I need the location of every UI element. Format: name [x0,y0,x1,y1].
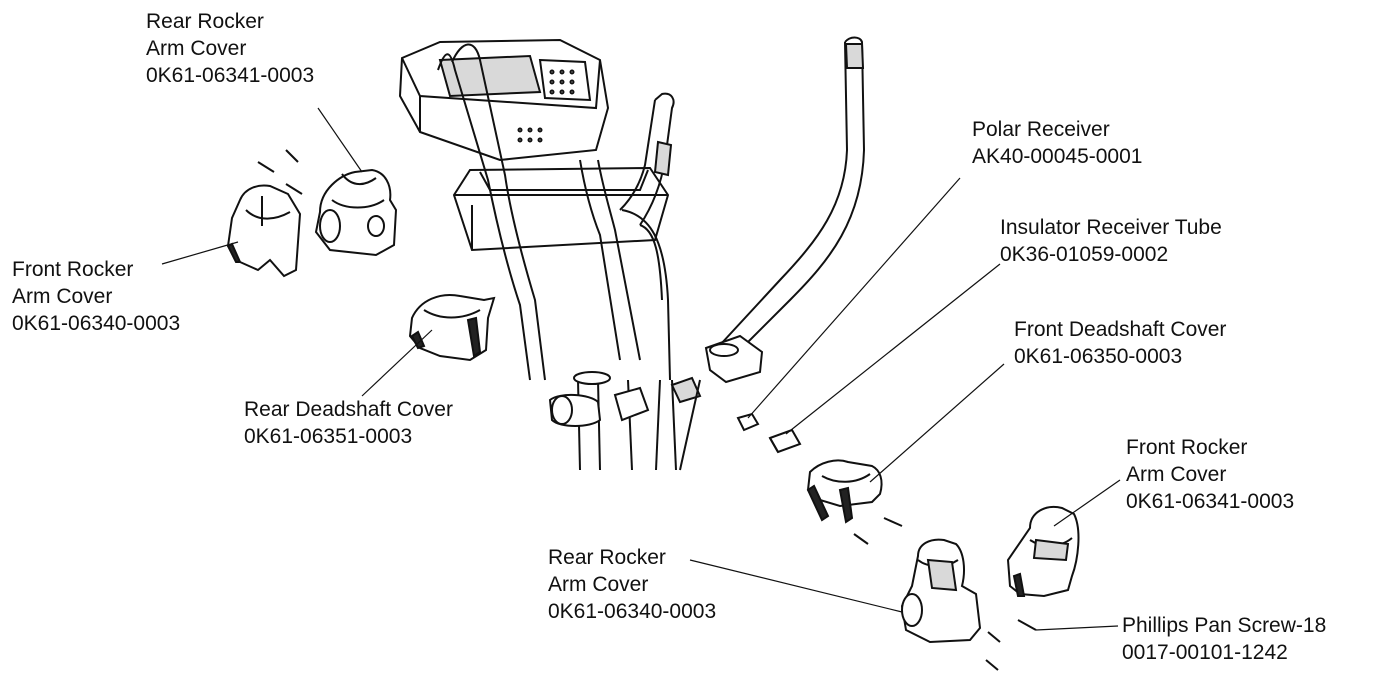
label-line: Front Rocker [12,258,134,281]
label-line: Arm Cover [12,285,113,308]
label-part-number: 0K61-06350-0003 [1014,345,1183,368]
label-line: Phillips Pan Screw-18 [1122,614,1327,637]
label-line: Arm Cover [548,573,649,596]
leader-front-deadshaft [869,363,1005,483]
front-deadshaft-cover-part [806,459,883,524]
leader-lines [161,107,1121,631]
label-line: Front Rocker [1126,436,1248,459]
label-part-number: 0017-00101-1242 [1122,641,1288,664]
front-rocker-arm-cover-left-part [226,184,302,278]
label-part-number: 0K36-01059-0002 [1000,243,1169,266]
label-line: Rear Rocker [146,10,264,33]
label-line: Arm Cover [146,37,247,60]
label-part-number: 0K61-06340-0003 [12,312,181,335]
label-line: Arm Cover [1126,463,1227,486]
label-front-rocker-arm-cover-right: Front Rocker Arm Cover 0K61-06341-0003 [1126,434,1294,515]
label-front-rocker-arm-cover-left: Front Rocker Arm Cover 0K61-06340-0003 [12,256,180,337]
label-line: Polar Receiver [972,118,1110,141]
label-rear-rocker-arm-cover-bottom: Rear Rocker Arm Cover 0K61-06340-0003 [548,544,716,625]
label-part-number: 0K61-06341-0003 [1126,490,1295,513]
rear-rocker-arm-cover-top-part [314,168,398,257]
leader-rear-deadshaft [361,329,433,397]
label-part-number: 0K61-06340-0003 [548,600,717,623]
leader-phillips-screw [1035,625,1119,631]
label-phillips-pan-screw: Phillips Pan Screw-18 0017-00101-1242 [1122,612,1326,666]
label-polar-receiver: Polar Receiver AK40-00045-0001 [972,116,1142,170]
front-rocker-arm-cover-right-part [1006,506,1080,598]
leader-front-rocker-right [1053,479,1121,527]
rear-deadshaft-cover-part [408,294,496,362]
console-and-frame [398,36,866,471]
leader-polar-receiver [747,177,961,419]
insulator-receiver-tube-part [768,428,802,454]
screws-bottom [985,619,1037,671]
leader-front-rocker-left [161,241,239,265]
label-insulator-receiver-tube: Insulator Receiver Tube 0K36-01059-0002 [1000,214,1222,268]
label-front-deadshaft-cover: Front Deadshaft Cover 0K61-06350-0003 [1014,316,1226,370]
rear-rocker-arm-cover-bottom-part [900,538,982,644]
screws-middle [853,517,903,545]
polar-receiver-part [736,412,760,432]
label-line: Insulator Receiver Tube [1000,216,1222,239]
leader-insulator-tube [785,263,1001,435]
leader-rear-rocker-bottom [689,559,903,613]
leader-rear-rocker-top [317,107,363,173]
label-line: Front Deadshaft Cover [1014,318,1227,341]
label-part-number: 0K61-06351-0003 [244,425,413,448]
label-part-number: 0K61-06341-0003 [146,64,315,87]
screws-top-left [257,149,303,195]
console-keypad [517,69,575,143]
label-part-number: AK40-00045-0001 [972,145,1143,168]
label-line: Rear Deadshaft Cover [244,398,453,421]
label-rear-deadshaft-cover: Rear Deadshaft Cover 0K61-06351-0003 [244,396,453,450]
label-rear-rocker-arm-cover-top: Rear Rocker Arm Cover 0K61-06341-0003 [146,8,314,89]
label-line: Rear Rocker [548,546,666,569]
